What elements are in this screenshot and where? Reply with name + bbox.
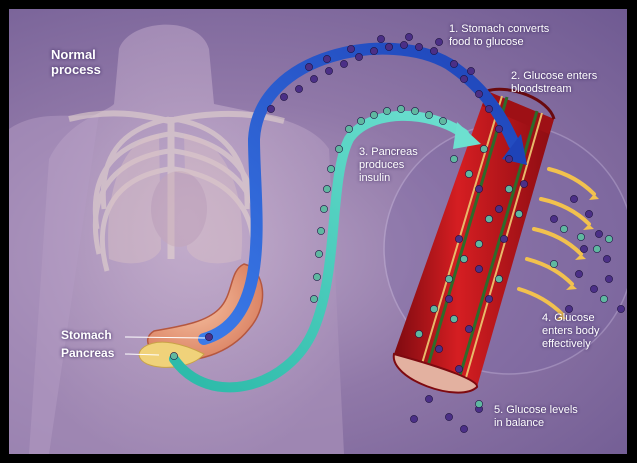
glucose-molecule xyxy=(355,53,362,60)
glucose-molecule xyxy=(370,47,377,54)
insulin-molecule xyxy=(475,240,482,247)
insulin-molecule xyxy=(505,185,512,192)
glucose-molecule xyxy=(415,43,422,50)
glucose-molecule xyxy=(410,415,417,422)
glucose-molecule xyxy=(603,255,610,262)
insulin-molecule xyxy=(560,225,567,232)
glucose-molecule xyxy=(323,55,330,62)
glucose-molecule xyxy=(495,125,502,132)
glucose-molecule xyxy=(475,265,482,272)
glucose-molecule xyxy=(340,60,347,67)
glucose-molecule xyxy=(347,45,354,52)
insulin-molecule xyxy=(335,145,342,152)
glucose-molecule xyxy=(500,235,507,242)
glucose-molecule xyxy=(580,245,587,252)
insulin-molecule xyxy=(317,227,324,234)
glucose-molecule xyxy=(445,295,452,302)
diagram-panel: Normal process 1. Stomach converts food … xyxy=(9,9,627,454)
step-3-label: 3. Pancreas produces insulin xyxy=(359,146,418,185)
glucose-molecule xyxy=(405,33,412,40)
diagram-title: Normal process xyxy=(51,47,101,77)
insulin-molecule xyxy=(495,275,502,282)
glucose-molecule xyxy=(460,75,467,82)
glucose-molecule xyxy=(455,365,462,372)
insulin-molecule xyxy=(170,352,177,359)
glucose-molecule xyxy=(570,195,577,202)
glucose-molecule xyxy=(475,185,482,192)
glucose-molecule xyxy=(520,180,527,187)
insulin-molecule xyxy=(425,111,432,118)
insulin-molecule xyxy=(445,275,452,282)
insulin-molecule xyxy=(515,210,522,217)
stomach-label: Stomach xyxy=(61,329,112,342)
glucose-molecule xyxy=(460,425,467,432)
insulin-molecule xyxy=(450,315,457,322)
glucose-molecule xyxy=(467,67,474,74)
insulin-molecule xyxy=(315,250,322,257)
insulin-molecule xyxy=(345,125,352,132)
step-1-label: 1. Stomach converts food to glucose xyxy=(449,23,549,49)
glucose-molecule xyxy=(425,395,432,402)
glucose-molecule xyxy=(590,285,597,292)
glucose-molecule xyxy=(325,67,332,74)
insulin-molecule xyxy=(465,170,472,177)
step-2-label: 2. Glucose enters bloodstream xyxy=(511,70,597,96)
glucose-molecule xyxy=(465,325,472,332)
insulin-molecule xyxy=(439,117,446,124)
insulin-molecule xyxy=(357,117,364,124)
insulin-molecule xyxy=(323,185,330,192)
insulin-molecule xyxy=(450,155,457,162)
glucose-molecule xyxy=(605,275,612,282)
insulin-molecule xyxy=(397,105,404,112)
glucose-molecule xyxy=(485,295,492,302)
insulin-molecule xyxy=(411,107,418,114)
glucose-molecule xyxy=(450,60,457,67)
insulin-molecule xyxy=(313,273,320,280)
glucose-molecule xyxy=(377,35,384,42)
insulin-molecule xyxy=(320,205,327,212)
glucose-molecule xyxy=(280,93,287,100)
glucose-molecule xyxy=(495,205,502,212)
glucose-molecule xyxy=(205,333,212,340)
glucose-molecule xyxy=(475,90,482,97)
insulin-molecule xyxy=(600,295,607,302)
glucose-molecule xyxy=(435,345,442,352)
insulin-molecule xyxy=(550,260,557,267)
glucose-molecule xyxy=(617,305,624,312)
glucose-molecule xyxy=(295,85,302,92)
insulin-molecule xyxy=(430,305,437,312)
insulin-molecule xyxy=(485,215,492,222)
insulin-molecule xyxy=(475,400,482,407)
insulin-molecule xyxy=(605,235,612,242)
pancreas-label: Pancreas xyxy=(61,347,114,360)
insulin-molecule xyxy=(480,145,487,152)
glucose-molecule xyxy=(505,155,512,162)
glucose-molecule xyxy=(575,270,582,277)
step-4-label: 4. Glucose enters body effectively xyxy=(542,312,599,351)
insulin-molecule xyxy=(383,107,390,114)
glucose-molecule xyxy=(435,38,442,45)
glucose-molecule xyxy=(550,215,557,222)
step-5-label: 5. Glucose levels in balance xyxy=(494,404,578,430)
insulin-molecule xyxy=(327,165,334,172)
insulin-molecule xyxy=(577,233,584,240)
insulin-molecule xyxy=(415,330,422,337)
glucose-molecule xyxy=(455,235,462,242)
glucose-molecule xyxy=(310,75,317,82)
glucose-molecule xyxy=(267,105,274,112)
glucose-molecule xyxy=(385,43,392,50)
glucose-molecule xyxy=(485,105,492,112)
glucose-molecule xyxy=(430,47,437,54)
glucose-molecule xyxy=(400,41,407,48)
insulin-molecule xyxy=(460,255,467,262)
insulin-molecule xyxy=(593,245,600,252)
glucose-molecule xyxy=(595,230,602,237)
glucose-molecule xyxy=(445,413,452,420)
insulin-molecule xyxy=(310,295,317,302)
glucose-molecule xyxy=(305,63,312,70)
insulin-molecule xyxy=(370,111,377,118)
glucose-molecule xyxy=(585,210,592,217)
